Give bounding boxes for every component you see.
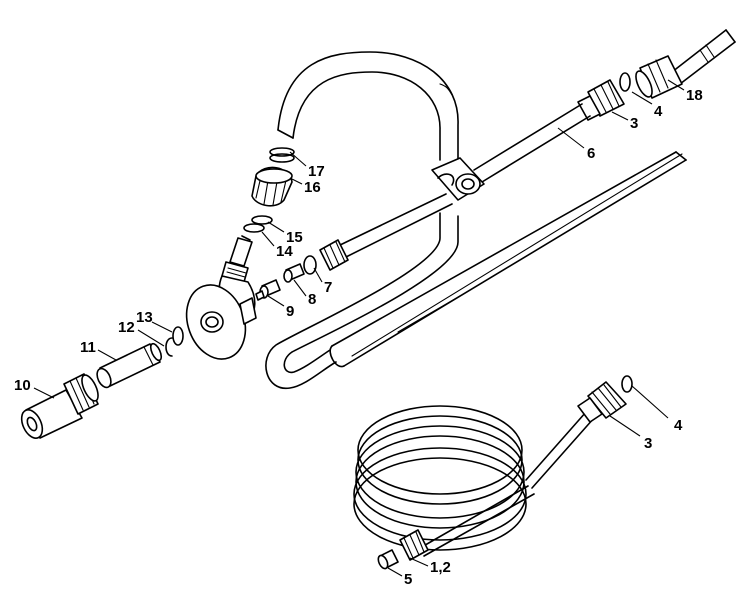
label-5: 5 [404,571,412,588]
protective-cap-5 [377,549,399,570]
label-3-top: 3 [630,115,638,132]
label-18: 18 [686,87,703,104]
nozzle-insert-8 [283,263,305,283]
label-6: 6 [587,145,595,162]
knurled-nut-16 [251,166,293,207]
label-15: 15 [286,229,303,246]
part-labels: 18 4 3 6 17 16 15 14 7 8 9 13 12 11 10 4… [14,87,703,588]
circlip-12 [165,337,173,357]
o-ring-15 [251,215,273,225]
label-3-bottom: 3 [644,435,652,452]
label-11: 11 [80,339,96,356]
label-8: 8 [308,291,316,308]
o-ring-14 [243,223,265,233]
o-ring-13 [172,326,184,346]
o-ring-4-top [619,72,631,92]
ring-17 [269,147,295,163]
nozzle-10 [20,373,99,439]
label-10: 10 [14,377,31,394]
pipe-clamp [431,157,485,201]
label-1-2: 1,2 [430,559,451,576]
label-16: 16 [304,179,321,196]
spray-shield-disc [185,284,257,360]
coiled-hose [353,405,595,551]
label-9: 9 [286,303,294,320]
top-hose-loop [277,51,459,161]
o-ring-7 [303,255,317,275]
label-17: 17 [308,163,325,180]
hose-fitting-1-2 [399,485,535,561]
lance-pipe-6 [337,103,591,259]
o-ring-4-bottom [621,375,633,393]
label-13: 13 [136,309,153,326]
label-4-top: 4 [654,103,663,120]
label-4-bottom: 4 [674,417,683,434]
lance-tip-fitting [319,239,349,271]
screw-9 [255,279,281,301]
lower-hook-holder [265,212,459,389]
tube-11 [96,342,163,389]
label-7: 7 [324,279,332,296]
label-12: 12 [118,319,135,336]
lance-bar [329,151,687,368]
union-nut-3-bottom [577,381,627,423]
hose-end-fitting-18 [635,29,736,99]
union-nut-3-top [577,79,625,121]
leader-lines [33,79,685,577]
label-14: 14 [276,243,293,260]
